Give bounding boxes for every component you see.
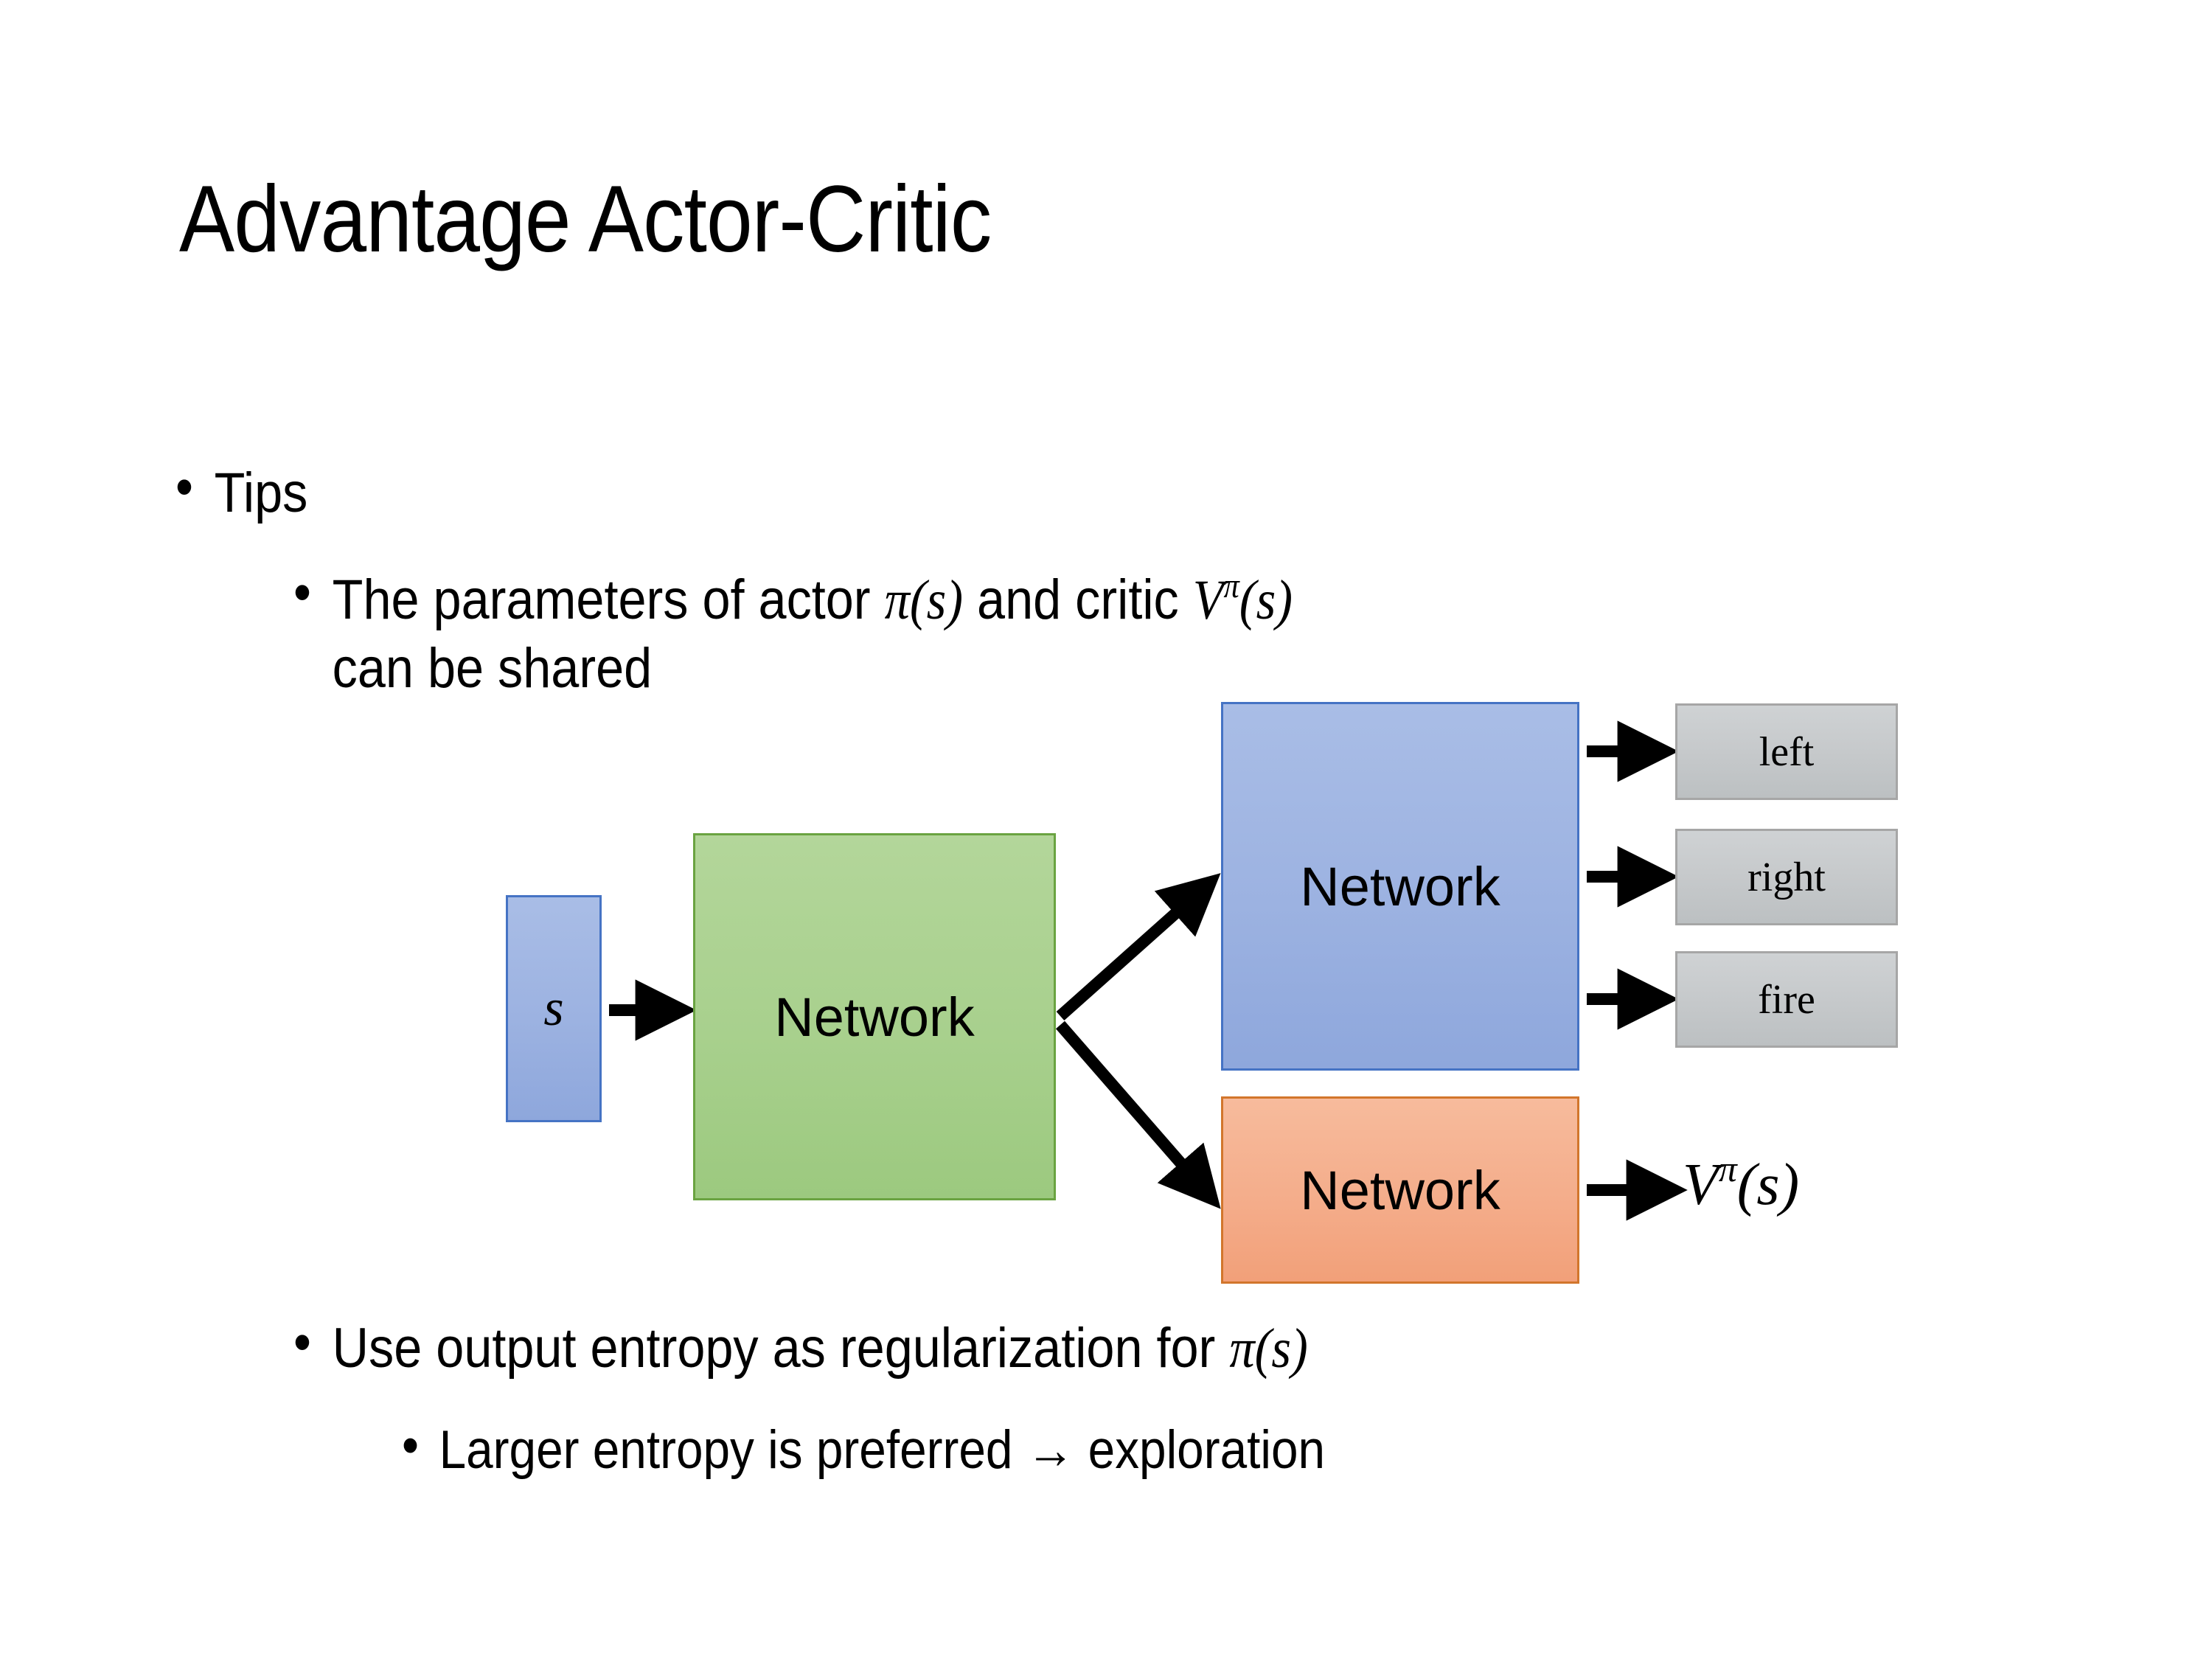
bullet-entropy-label: Use output entropy as regularization for…	[333, 1316, 1308, 1381]
bullet-tips-label: Tips	[214, 462, 308, 524]
arrow-shared-to-actor	[1056, 873, 1221, 1020]
value-argument: (s)	[1736, 1152, 1800, 1217]
actor-network-box: Network	[1221, 702, 1579, 1071]
actor-network-label: Network	[1300, 855, 1500, 917]
action-output-right: right	[1675, 829, 1898, 925]
math-v-symbol: V	[1192, 569, 1224, 631]
critic-network-box: Network	[1221, 1096, 1579, 1284]
value-v-symbol: V	[1683, 1152, 1719, 1217]
math-v-argument: (s)	[1239, 569, 1293, 631]
math-pi-of-s: π(s)	[884, 569, 964, 631]
value-superscript-pi: π	[1718, 1149, 1737, 1190]
params-text-2: and critic	[963, 568, 1193, 631]
state-input-box: s	[506, 895, 602, 1122]
bullet-marker-icon: •	[293, 561, 311, 625]
action-output-left: left	[1675, 703, 1898, 800]
entropy-text-1: Use output entropy as regularization for	[332, 1317, 1230, 1380]
shared-network-box: Network	[693, 833, 1056, 1200]
bullet-entropy-regularization: • Use output entropy as regularization f…	[293, 1311, 1308, 1381]
arrow-shared-to-critic	[1055, 1020, 1221, 1209]
action-output-fire-label: fire	[1758, 976, 1815, 1023]
action-output-left-label: left	[1759, 728, 1815, 775]
math-v-superscript-pi: π	[1223, 566, 1239, 605]
bullet-marker-icon: •	[402, 1415, 420, 1475]
page-title: Advantage Actor-Critic	[179, 167, 992, 272]
bullet-marker-icon: •	[293, 1311, 311, 1374]
state-input-label: s	[543, 980, 564, 1037]
math-pi-of-s: π(s)	[1229, 1318, 1308, 1380]
critic-network-label: Network	[1300, 1159, 1500, 1221]
action-output-fire: fire	[1675, 951, 1898, 1048]
critic-value-output-label: Vπ(s)	[1683, 1150, 1799, 1219]
bullet-exploration-label: Larger entropy is preferred → exploratio…	[439, 1420, 1326, 1480]
action-output-right-label: right	[1747, 854, 1826, 900]
params-text-line2: can be shared	[332, 636, 653, 700]
bullet-shared-parameters-label: The parameters of actor π(s) and critic …	[333, 566, 1293, 703]
bullet-exploration: • Larger entropy is preferred → explorat…	[402, 1419, 1325, 1481]
params-text-1: The parameters of actor	[332, 568, 885, 631]
bullet-tips: • Tips	[175, 456, 308, 525]
bullet-shared-parameters: • The parameters of actor π(s) and criti…	[293, 561, 1554, 703]
shared-network-label: Network	[774, 986, 975, 1048]
bullet-marker-icon: •	[175, 456, 193, 519]
